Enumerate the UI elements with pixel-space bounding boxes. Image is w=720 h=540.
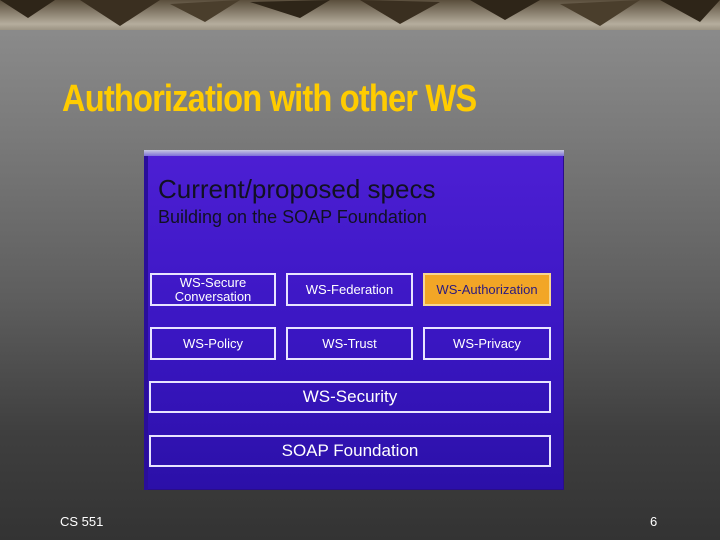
top-decorative-band [0,0,720,30]
spec-box-ws-authorization: WS-Authorization [423,273,551,306]
diagram-heading: Current/proposed specs [158,174,436,204]
diagram-top-strip [144,150,564,156]
spec-box-ws-privacy: WS-Privacy [423,327,551,360]
footer-course: CS 551 [60,514,104,529]
slide-title: Authorization with other WS [62,78,477,120]
tack-decoration-icon [0,0,720,26]
specs-diagram: Current/proposed specs Building on the S… [144,150,564,490]
spec-box-ws-trust: WS-Trust [286,327,413,360]
spec-layer-ws-security: WS-Security [149,381,551,413]
spec-layer-soap-foundation: SOAP Foundation [149,435,551,467]
diagram-left-edge [144,156,148,490]
diagram-subheading: Building on the SOAP Foundation [158,207,427,227]
spec-box-ws-secure-conversation: WS-Secure Conversation [150,273,276,306]
spec-box-ws-policy: WS-Policy [150,327,276,360]
spec-box-ws-federation: WS-Federation [286,273,413,306]
footer-page-number: 6 [650,514,658,529]
